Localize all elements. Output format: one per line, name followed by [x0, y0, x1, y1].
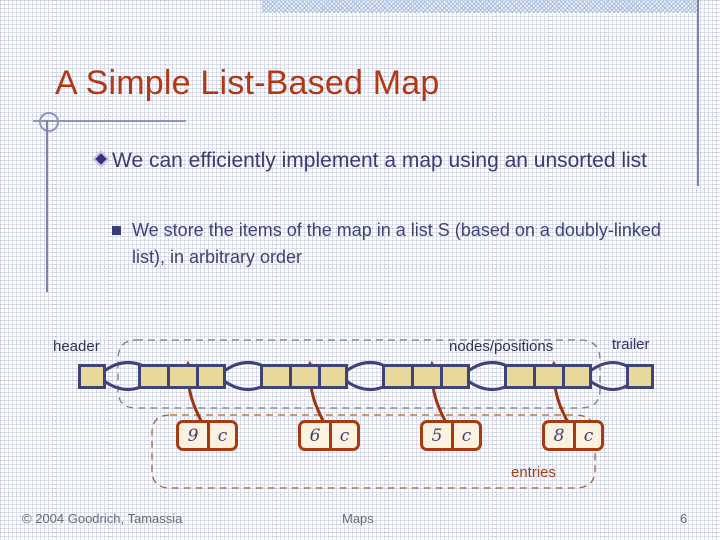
- grid-line: [0, 532, 720, 533]
- square-bullet-icon: [112, 226, 121, 235]
- node-trailer[interactable]: [626, 364, 654, 389]
- grid-line: [275, 0, 276, 540]
- grid-line: [55, 0, 56, 540]
- grid-line: [0, 342, 720, 343]
- entry-3-key: 8: [553, 425, 565, 446]
- nodes-positions-enclosure: [117, 339, 601, 409]
- node-2[interactable]: [260, 364, 348, 389]
- grid-line: [0, 228, 720, 229]
- node-3[interactable]: [382, 364, 470, 389]
- grid-line: [605, 0, 606, 540]
- slide-footer: © 2004 Goodrich, Tamassia Maps 6: [0, 505, 720, 535]
- right-vertical-rule: [697, 0, 699, 186]
- entry-0-value: c: [207, 423, 235, 448]
- linked-list-diagram: header nodes/positions trailer entries 9…: [0, 320, 720, 490]
- grid-line: [0, 456, 720, 457]
- bullet-level1-text: We can efficiently implement a map using…: [112, 149, 647, 172]
- grid-line: [0, 304, 720, 305]
- grid-line: [0, 380, 720, 381]
- node-4[interactable]: [504, 364, 592, 389]
- grid-line: [495, 0, 496, 540]
- entry-0[interactable]: 9 c: [176, 420, 238, 451]
- node-1[interactable]: [138, 364, 226, 389]
- grid-line: [0, 418, 720, 419]
- bullet-level2-text: We store the items of the map in a list …: [132, 220, 661, 267]
- grid-line: [330, 0, 331, 540]
- grid-line: [0, 114, 720, 115]
- bullet-level2: We store the items of the map in a list …: [132, 217, 672, 271]
- bullet-level1: We can efficiently implement a map using…: [90, 145, 690, 176]
- footer-page-number: 6: [680, 511, 688, 526]
- grid-line: [0, 76, 720, 77]
- grid-line: [0, 494, 720, 495]
- grid-line: [0, 190, 720, 191]
- grid-line: [0, 38, 720, 39]
- label-entries: entries: [511, 464, 557, 481]
- grid-line: [0, 152, 720, 153]
- entry-2-value: c: [451, 423, 479, 448]
- decorative-circle-icon: [39, 112, 59, 132]
- entry-2[interactable]: 5 c: [420, 420, 482, 451]
- left-vertical-rule: [46, 120, 48, 292]
- page-title: A Simple List-Based Map: [55, 64, 440, 102]
- top-decorative-band: [262, 0, 699, 13]
- entry-1-value: c: [329, 423, 357, 448]
- grid-line: [0, 266, 720, 267]
- label-trailer: trailer: [612, 336, 650, 353]
- grid-line: [715, 0, 716, 540]
- diamond-bullet-icon: [92, 150, 110, 168]
- entry-3[interactable]: 8 c: [542, 420, 604, 451]
- grid-line: [0, 0, 1, 540]
- entry-3-value: c: [573, 423, 601, 448]
- node-header[interactable]: [78, 364, 106, 389]
- grid-line: [550, 0, 551, 540]
- title-underline: [33, 120, 186, 122]
- entry-0-key: 9: [187, 425, 199, 446]
- grid-line: [165, 0, 166, 540]
- footer-title: Maps: [342, 511, 374, 526]
- grid-line: [110, 0, 111, 540]
- entry-2-key: 5: [431, 425, 443, 446]
- entry-1[interactable]: 6 c: [298, 420, 360, 451]
- label-header: header: [53, 338, 100, 355]
- label-nodes-positions: nodes/positions: [449, 338, 554, 355]
- grid-line: [440, 0, 441, 540]
- grid-line: [385, 0, 386, 540]
- footer-copyright: © 2004 Goodrich, Tamassia: [22, 511, 183, 526]
- grid-line: [660, 0, 661, 540]
- grid-line: [220, 0, 221, 540]
- entry-1-key: 6: [309, 425, 321, 446]
